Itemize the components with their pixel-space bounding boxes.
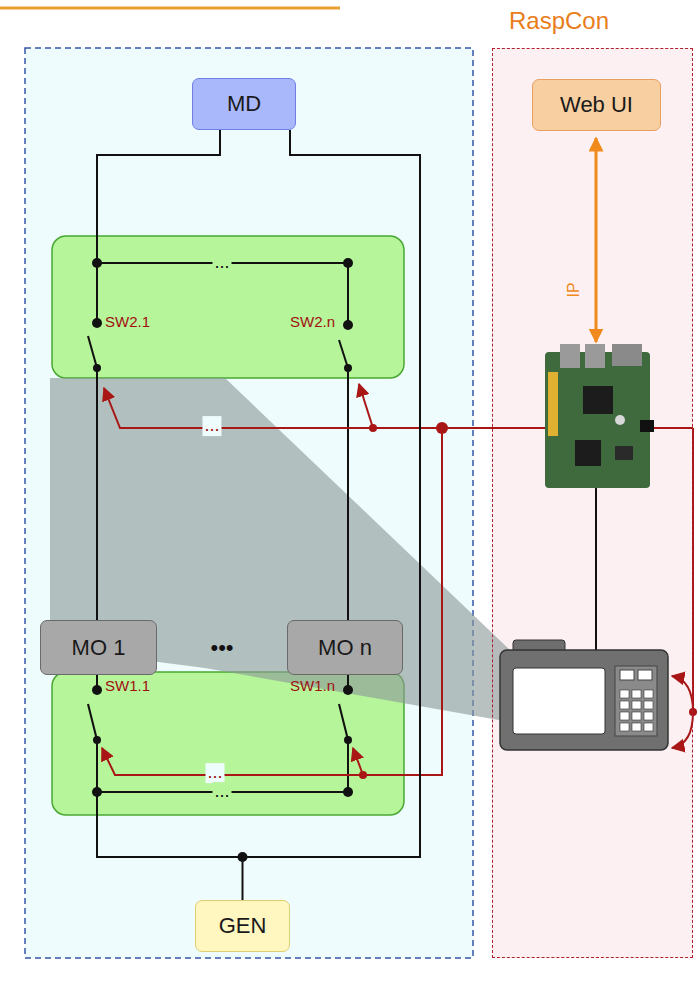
switch-name: SW2.n [288,314,337,331]
ellipsis: ... [212,782,231,802]
gen-box: GEN [195,900,290,952]
mo-box: MO 1 [40,620,157,675]
box-label: MO n [318,635,372,661]
scope-keypad [620,690,653,731]
md-box: MD [192,78,296,130]
oscilloscope [500,640,668,750]
ip-arrow [595,138,598,342]
wire-junctions [92,258,353,862]
raspberry-pi-board [545,344,654,488]
scope-cable [595,488,597,650]
web-ui-box: Web UI [532,79,661,131]
link-label: IP [565,280,583,299]
switch-bank-bottom [52,672,404,815]
mo-box: MO n [287,620,403,675]
switch-bank-top [52,236,404,378]
switch-name: SW1.n [288,678,337,695]
box-label: MO 1 [72,635,126,661]
accent-line [0,7,340,10]
ellipsis: ••• [208,636,235,660]
ellipsis: ... [212,253,231,273]
ellipsis: ... [202,416,221,436]
box-label: GEN [219,913,267,939]
ellipsis: ... [205,763,224,783]
box-label: MD [227,91,261,117]
box-label: Web UI [560,92,633,118]
switch-name: SW1.1 [103,678,152,695]
power-wires [88,130,348,857]
switch-name: SW2.1 [103,314,152,331]
power-wire [243,130,421,900]
raspcon-region-ground [492,48,693,958]
region-heading: RaspCon [509,7,609,35]
raspcon-region: RaspConWeb UI [492,48,693,958]
